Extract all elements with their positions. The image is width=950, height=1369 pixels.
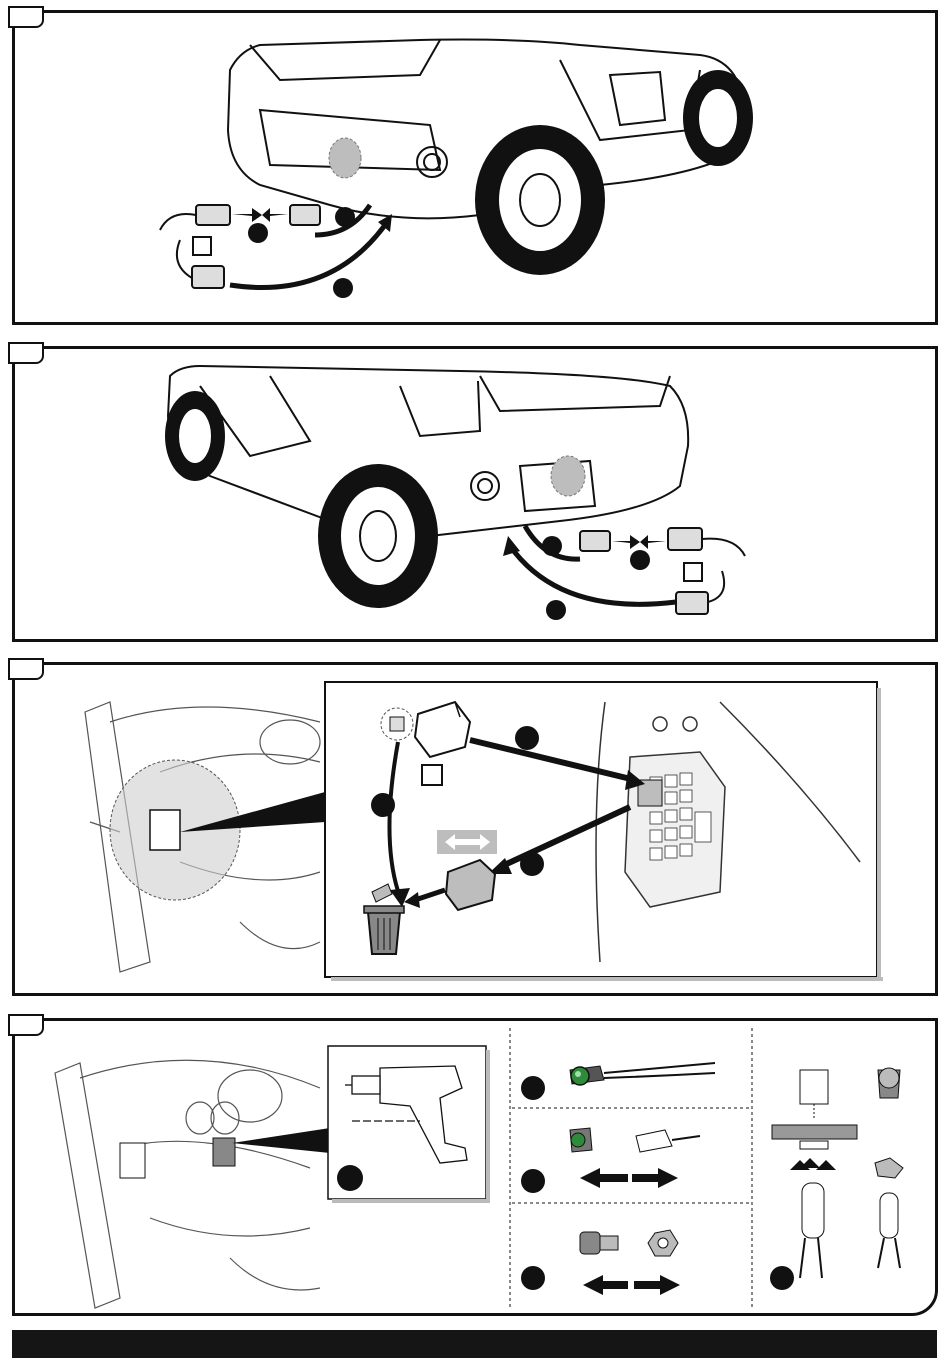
arrow-push-right [612, 535, 640, 549]
double-arrow-icon [583, 1275, 628, 1295]
step-marker [248, 223, 268, 243]
tow-cover [329, 138, 361, 178]
panel-4-illustration [0, 1018, 950, 1318]
bolt-icon [580, 1232, 618, 1254]
panel-2-illustration [0, 346, 950, 646]
inset-frame [325, 682, 877, 977]
indicator-lamp-icon [570, 1128, 700, 1152]
connector-harness [668, 528, 702, 550]
step-marker [546, 600, 566, 620]
step-marker [521, 1076, 545, 1100]
step-marker [515, 726, 539, 750]
arrow-push-left [262, 208, 288, 222]
nut-icon [648, 1230, 678, 1256]
step-marker [630, 550, 650, 570]
step-marker [520, 852, 544, 876]
step-marker [333, 278, 353, 298]
arrow-push-left [640, 535, 666, 549]
connector-harness [196, 205, 230, 225]
double-arrow-icon [634, 1275, 680, 1295]
arrow-push-right [232, 208, 262, 222]
step-marker [521, 1266, 545, 1290]
double-arrow-icon [632, 1168, 678, 1188]
step-marker [371, 793, 395, 817]
step-marker [337, 1165, 363, 1191]
mount-area [213, 1138, 235, 1166]
double-arrow-icon [580, 1168, 628, 1188]
fuse-box [120, 1143, 145, 1178]
footer-bar [12, 1330, 937, 1358]
connector-adapter [676, 592, 708, 614]
fog-light [417, 147, 447, 177]
step-marker [521, 1169, 545, 1193]
note-box [193, 237, 211, 255]
connector-vehicle [580, 531, 610, 551]
panel-3-illustration [0, 662, 950, 1002]
step-marker [335, 207, 355, 227]
fog-light [471, 472, 499, 500]
connector-adapter [192, 266, 224, 288]
fuse-box [150, 810, 180, 850]
note-box [684, 563, 702, 581]
note-box [422, 765, 442, 785]
connector-vehicle [290, 205, 320, 225]
tow-cover [551, 456, 585, 496]
indicator-lamp-icon [570, 1063, 715, 1085]
arrow-curve [510, 546, 676, 604]
panel-1-illustration [0, 0, 950, 330]
step-marker [542, 536, 562, 556]
step-marker [770, 1266, 794, 1290]
mounting-detail [772, 1068, 903, 1278]
